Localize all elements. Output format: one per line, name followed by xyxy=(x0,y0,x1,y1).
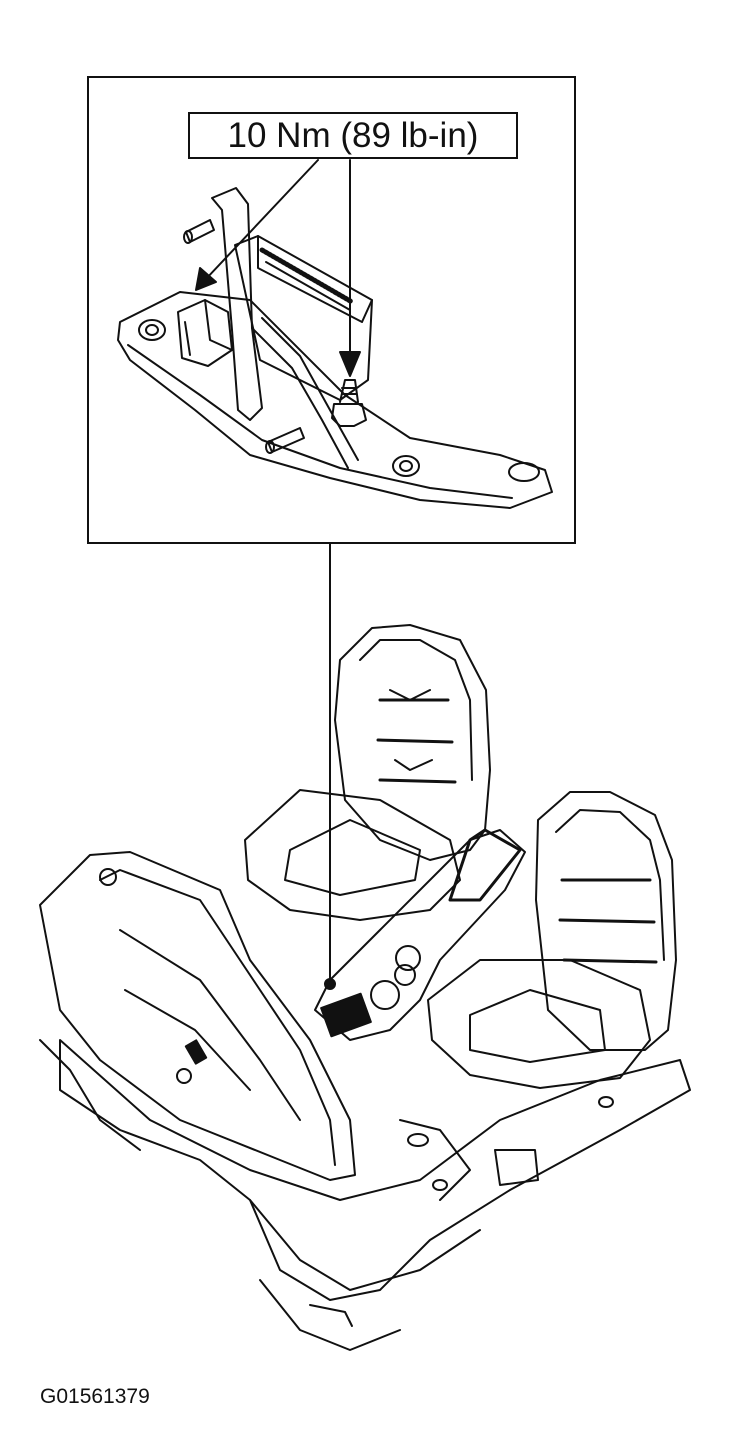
vehicle-interior xyxy=(39,624,691,1351)
torque-arrows xyxy=(195,159,361,377)
location-leader xyxy=(324,543,336,990)
figure-id: G01561379 xyxy=(40,1385,150,1408)
torque-spec-label: 10 Nm (89 lb-in) xyxy=(188,112,518,159)
module-bracket-detail xyxy=(117,187,553,509)
detail-inset-frame xyxy=(87,76,576,544)
